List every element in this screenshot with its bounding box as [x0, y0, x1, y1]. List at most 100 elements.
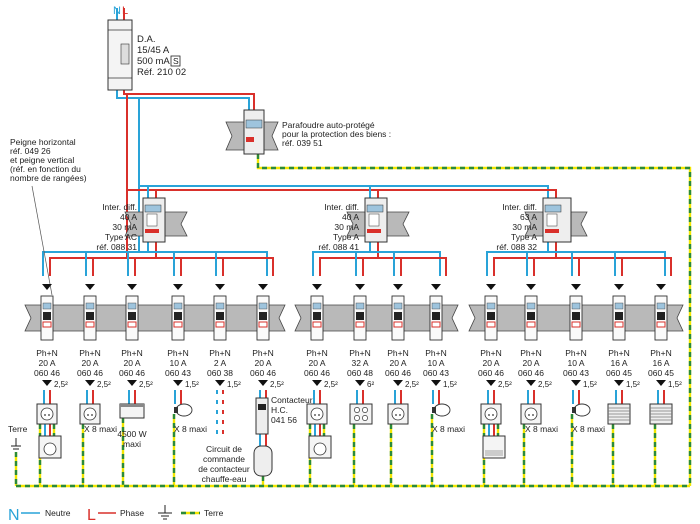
- breaker-indicator: [173, 321, 183, 328]
- comb-note-line: (réf. en fonction du: [10, 164, 81, 174]
- breaker-ref: 060 46: [77, 368, 103, 378]
- breaker-toggle: [487, 312, 495, 320]
- breaker-toggle: [43, 312, 51, 320]
- rcd-device: [364, 197, 388, 243]
- breaker-ref: 060 46: [119, 368, 145, 378]
- breaker-rating: 20 A: [81, 358, 98, 368]
- outgoing-arrow-icon: [614, 380, 624, 386]
- rcd-toggle: [368, 213, 380, 227]
- breaker-type: Ph+N: [306, 348, 328, 358]
- control-circuit-label: Circuit de: [206, 444, 242, 454]
- light-bulb-icon: [433, 403, 451, 417]
- feed-arrow-icon: [526, 284, 536, 290]
- breaker-type: Ph+N: [252, 348, 274, 358]
- neutral-top-label: N: [113, 5, 121, 17]
- breaker-window: [526, 302, 536, 310]
- comb-note-line: réf. 049 26: [10, 146, 51, 156]
- breaker-window: [85, 302, 95, 310]
- feed-arrow-icon: [42, 284, 52, 290]
- breaker-toggle: [174, 312, 182, 320]
- socket-face: [524, 407, 538, 421]
- control-circuit-label: de contacteur: [198, 464, 250, 474]
- feed-arrow-icon: [312, 284, 322, 290]
- feed-arrow-icon: [656, 284, 666, 290]
- circuit-breaker: [654, 284, 668, 386]
- breaker-window: [215, 302, 225, 310]
- breaker-indicator: [42, 321, 52, 328]
- surge-earth-wire: [256, 154, 692, 486]
- main-breaker-label: D.A. 15/45 A 500 mA S Réf. 210 02: [137, 34, 186, 78]
- breaker-indicator: [127, 321, 137, 328]
- heater-power-label: maxi: [123, 439, 141, 449]
- breaker-rating: 20 A: [389, 358, 406, 368]
- burner: [362, 407, 368, 413]
- breaker-toggle: [432, 312, 440, 320]
- cable-section: 6²: [367, 380, 374, 389]
- rcd-label-line: 40 A: [342, 212, 359, 222]
- cooktop-icon: [349, 403, 373, 425]
- comb-note-line: Peigne horizontal: [10, 137, 76, 147]
- outgoing-arrow-icon: [258, 380, 268, 386]
- rcd-window: [544, 204, 562, 213]
- feed-arrow-icon: [127, 284, 137, 290]
- rcd-label-line: Type AC: [105, 232, 137, 242]
- heater-power-label: 4500 W: [117, 429, 146, 439]
- max-quantity-label: X 8 maxi: [174, 424, 207, 434]
- breaker-indicator: [85, 321, 95, 328]
- rcd-window: [366, 204, 384, 213]
- circuit-breaker: [171, 284, 185, 386]
- socket-face: [83, 407, 97, 421]
- light-bulb-icon: [175, 403, 193, 417]
- cable-section: 1,5²: [443, 380, 457, 389]
- main-breaker-line: 15/45 A: [137, 45, 170, 56]
- breaker-ref: 060 46: [250, 368, 276, 378]
- text-layer: N L D.A. 15/45 A 500 mA S Réf. 210 02 Pa…: [8, 5, 682, 524]
- outgoing-arrow-icon: [526, 380, 536, 386]
- contactor-label: 041 56: [271, 415, 297, 425]
- comb-note-line: nombre de rangées): [10, 173, 87, 183]
- comb-neutral-bus: [486, 251, 666, 276]
- load-heater: [119, 403, 145, 419]
- breaker-rating: 2 A: [214, 358, 227, 368]
- contactor-toggle: [258, 404, 266, 410]
- contactor-label: Contacteur: [271, 395, 313, 405]
- main-breaker-line: Réf. 210 02: [137, 67, 186, 78]
- rcd-label-line: Type A: [333, 232, 359, 242]
- surge-protector-line: réf. 039 51: [282, 138, 323, 148]
- breaker-rating: 10 A: [567, 358, 584, 368]
- cable-section: 2,5²: [270, 380, 284, 389]
- breaker-window: [127, 302, 137, 310]
- circuit-breaker: [524, 284, 538, 386]
- breaker-indicator: [526, 321, 536, 328]
- breaker-indicator: [614, 321, 624, 328]
- breaker-window: [656, 302, 666, 310]
- bulb-socket: [174, 407, 178, 413]
- phase-top-label: L: [122, 5, 128, 17]
- max-quantity-label: X 8 maxi: [84, 424, 117, 434]
- rcd-device: [542, 197, 572, 243]
- breaker-ref: 060 46: [385, 368, 411, 378]
- breaker-window: [312, 302, 322, 310]
- feed-arrow-icon: [258, 284, 268, 290]
- breaker-type: Ph+N: [425, 348, 447, 358]
- breaker-rating: 20 A: [308, 358, 325, 368]
- breaker-ref: 060 46: [304, 368, 330, 378]
- rcd-label-line: Inter. diff.: [324, 202, 359, 212]
- circuit-breaker: [213, 284, 227, 386]
- cable-section: 2,5²: [405, 380, 419, 389]
- breaker-toggle: [313, 312, 321, 320]
- breaker-type: Ph+N: [167, 348, 189, 358]
- legend-phase-letter: L: [87, 507, 96, 524]
- breaker-toggle: [394, 312, 402, 320]
- circuit-breaker: [40, 284, 54, 386]
- breaker-toggle: [572, 312, 580, 320]
- rcd-label-line: 30 mA: [112, 222, 137, 232]
- rcd-window: [144, 204, 162, 213]
- circuit-breaker: [125, 284, 139, 386]
- breaker-indicator: [486, 321, 496, 328]
- load-light: [432, 403, 451, 417]
- max-quantity-label: X 8 maxi: [525, 424, 558, 434]
- cable-section: 2,5²: [54, 380, 68, 389]
- socket-face: [391, 407, 405, 421]
- load-light: [174, 403, 193, 417]
